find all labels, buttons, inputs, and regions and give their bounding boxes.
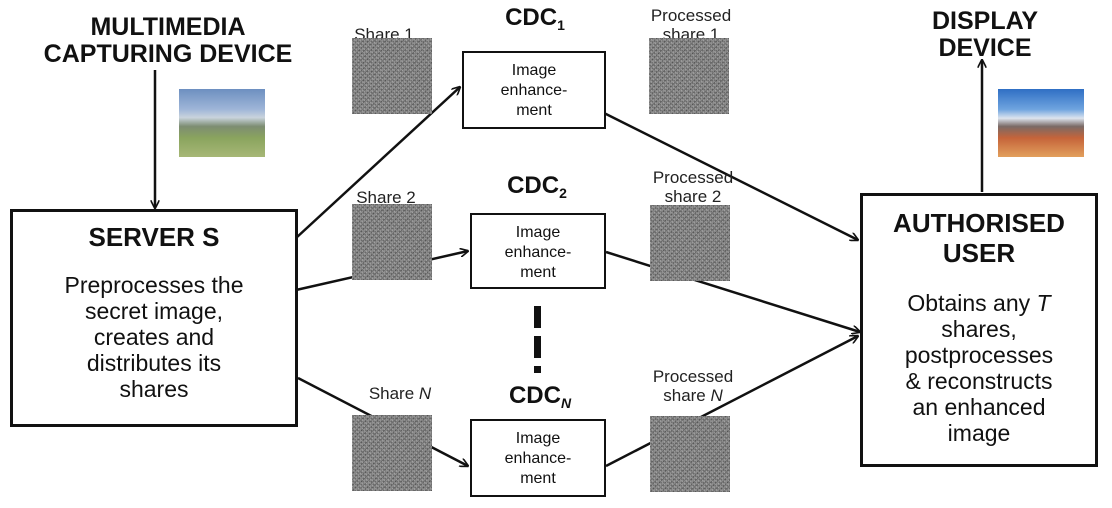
authorised-user-box: AUTHORISED USER Obtains any T shares, po… <box>860 193 1098 467</box>
ellipsis-separator <box>528 306 546 386</box>
share-image-1 <box>352 38 432 114</box>
cdc-box-2-text: Image enhance- ment <box>504 224 572 281</box>
arrow-server-to-cdc1 <box>295 87 460 239</box>
cdc-label-2: CDC2 <box>507 172 567 202</box>
cdc-label-n: CDCN <box>508 382 572 412</box>
cdc-box-1-text: Image enhance- ment <box>500 62 568 119</box>
processed-label-2: Processed share 2 <box>652 168 734 206</box>
capture-device-label: MULTIMEDIA CAPTURING DEVICE <box>43 13 293 68</box>
processed-image-1 <box>649 38 729 114</box>
share-image-n <box>352 415 432 491</box>
user-title: AUTHORISED USER <box>893 208 1065 268</box>
cdc-box-2: Image enhance- ment <box>470 213 606 289</box>
server-box: SERVER S Preprocesses the secret image, … <box>10 209 298 427</box>
arrow-cdcn-to-user <box>605 336 858 468</box>
server-description: Preprocesses the secret image, creates a… <box>64 272 244 402</box>
server-title: SERVER S <box>88 222 220 252</box>
share-image-2 <box>352 204 432 280</box>
display-device-label: DISPLAY DEVICE <box>931 7 1039 62</box>
share-label-2: Share 2 <box>356 188 416 207</box>
processed-label-n: Processed share N <box>652 367 734 405</box>
share-label-n: Share N <box>368 384 432 403</box>
arrow-cdc1-to-user <box>577 98 858 240</box>
cdc-label-1: CDC1 <box>505 4 565 34</box>
enhanced-image <box>998 89 1084 157</box>
arrow-cdc2-to-user <box>605 250 860 332</box>
secret-image <box>179 89 265 157</box>
cdc-box-n: Image enhance- ment <box>470 419 606 497</box>
user-description: Obtains any T shares, postprocesses & re… <box>904 290 1054 446</box>
cdc-box-n-text: Image enhance- ment <box>504 430 572 487</box>
cdc-box-1: Image enhance- ment <box>462 51 606 129</box>
processed-image-2 <box>650 205 730 281</box>
processed-image-n <box>650 416 730 492</box>
